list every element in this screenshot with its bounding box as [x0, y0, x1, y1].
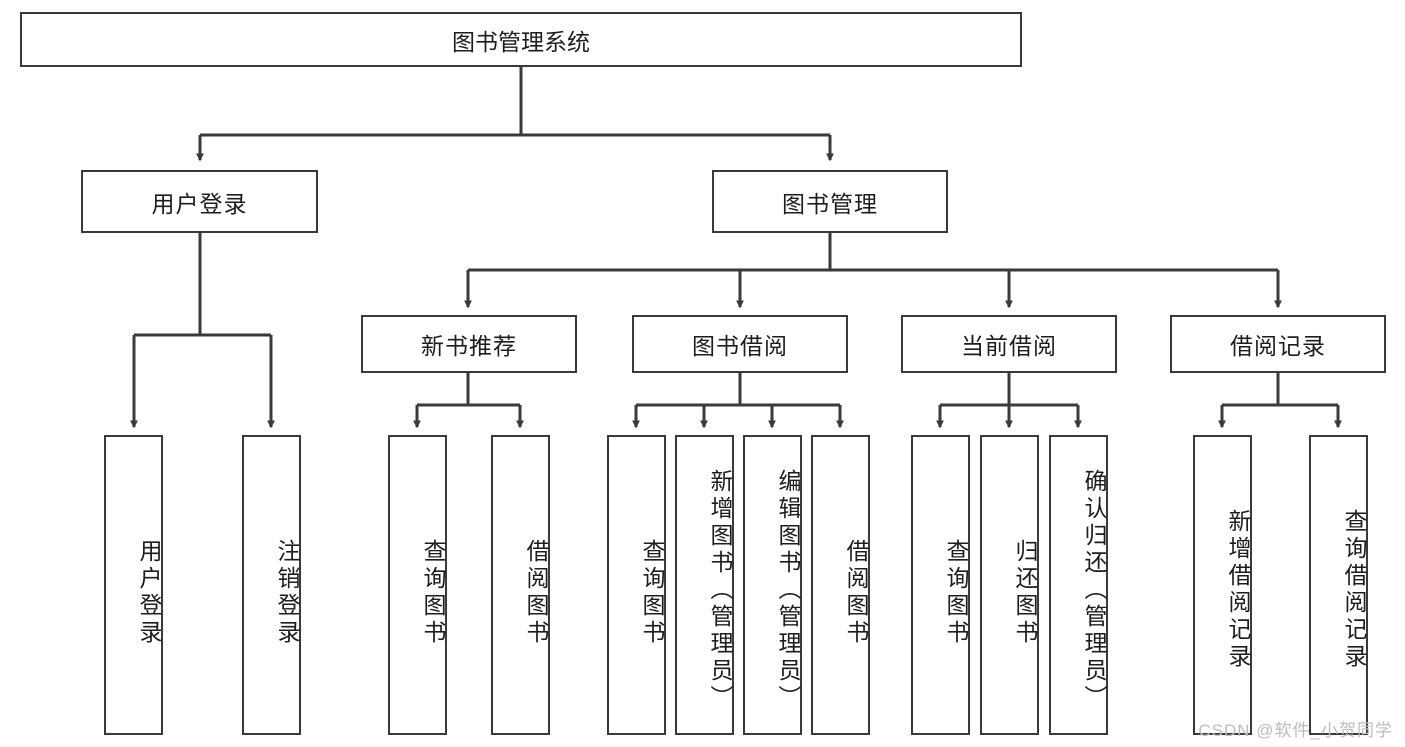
node-label: 编辑图书（管理员）	[775, 468, 801, 712]
leaf-query-book-borrow[interactable]: 查询图书	[607, 435, 666, 735]
node-label: 借阅图书	[843, 539, 869, 647]
node-label: 确认归还（管理员）	[1081, 468, 1107, 712]
node-label: 用户登录	[136, 539, 162, 647]
leaf-borrow-book[interactable]: 借阅图书	[811, 435, 870, 735]
node-label: 图书管理系统	[452, 28, 590, 55]
node-label: 查询借阅记录	[1341, 509, 1367, 671]
node-label: 归还图书	[1012, 539, 1038, 647]
node-new-book-recommend[interactable]: 新书推荐	[361, 315, 577, 373]
leaf-query-borrow-record[interactable]: 查询借阅记录	[1309, 435, 1368, 735]
leaf-confirm-return-admin[interactable]: 确认归还（管理员）	[1049, 435, 1108, 735]
leaf-return-book[interactable]: 归还图书	[980, 435, 1039, 735]
node-label: 查询图书	[639, 539, 665, 647]
node-label: 当前借阅	[961, 333, 1057, 359]
node-label: 查询图书	[943, 539, 969, 647]
leaf-query-book-current[interactable]: 查询图书	[911, 435, 970, 735]
node-label: 查询图书	[420, 539, 446, 647]
node-label: 图书借阅	[692, 333, 788, 359]
node-label: 图书管理	[782, 190, 878, 217]
node-label: 用户登录	[151, 190, 248, 217]
node-label: 新书推荐	[421, 333, 517, 359]
node-user-login[interactable]: 用户登录	[81, 170, 318, 233]
node-label: 借阅记录	[1230, 333, 1326, 359]
node-label: 新增借阅记录	[1225, 509, 1251, 671]
leaf-user-login[interactable]: 用户登录	[104, 435, 163, 735]
node-label: 借阅图书	[523, 539, 549, 647]
node-book-borrow[interactable]: 图书借阅	[632, 315, 848, 373]
leaf-add-borrow-record[interactable]: 新增借阅记录	[1193, 435, 1252, 735]
node-book-management[interactable]: 图书管理	[712, 170, 948, 233]
node-borrow-record[interactable]: 借阅记录	[1170, 315, 1386, 373]
leaf-query-book-recommend[interactable]: 查询图书	[388, 435, 447, 735]
leaf-add-book-admin[interactable]: 新增图书（管理员）	[675, 435, 734, 735]
leaf-logout[interactable]: 注销登录	[242, 435, 301, 735]
node-label: 注销登录	[274, 539, 300, 647]
node-current-borrow[interactable]: 当前借阅	[901, 315, 1117, 373]
watermark-csdn: CSDN @软件_小贺同学	[1198, 721, 1393, 740]
leaf-borrow-book-recommend[interactable]: 借阅图书	[491, 435, 550, 735]
node-label: 新增图书（管理员）	[707, 468, 733, 712]
leaf-edit-book-admin[interactable]: 编辑图书（管理员）	[743, 435, 802, 735]
node-root-book-management-system[interactable]: 图书管理系统	[20, 12, 1022, 67]
